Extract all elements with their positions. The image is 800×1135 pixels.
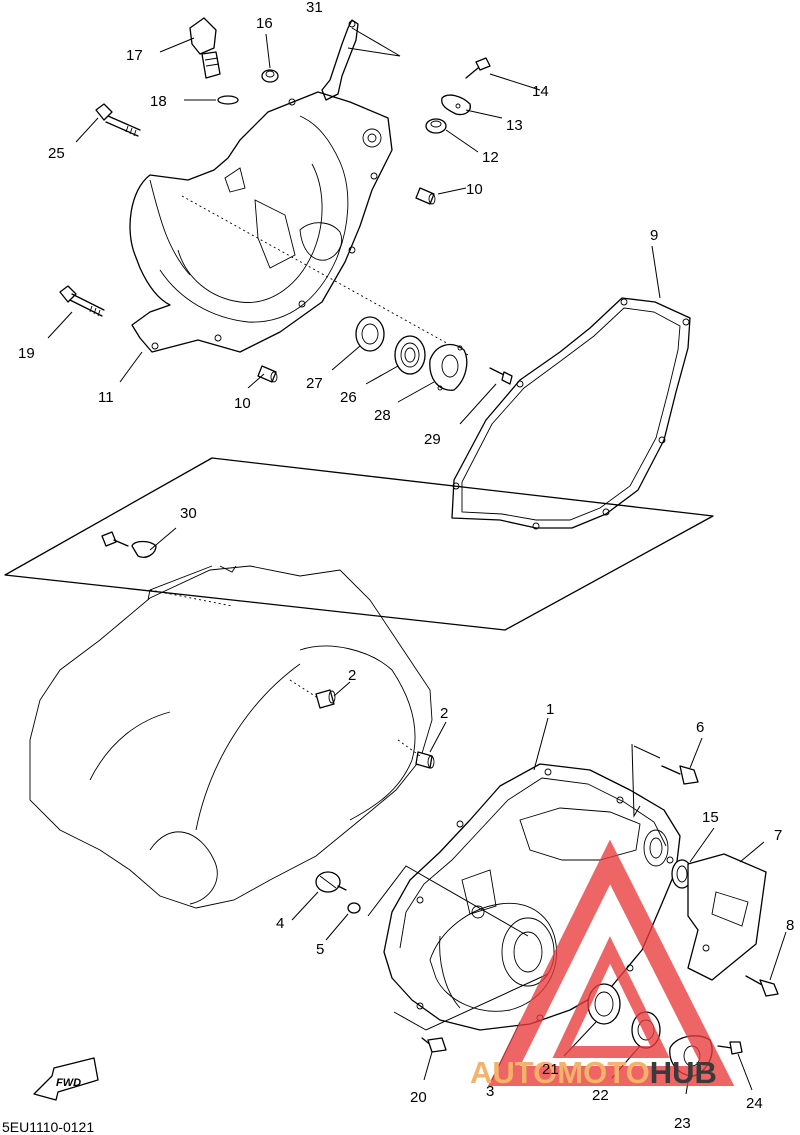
guard-part-7 — [687, 853, 767, 981]
callout-29: 29 — [424, 431, 441, 448]
bolt-part-25 — [95, 103, 141, 137]
callout-28: 28 — [374, 407, 391, 424]
leader-lines — [47, 27, 787, 1095]
callout-7: 7 — [774, 827, 782, 844]
screw-part-30 — [101, 531, 157, 558]
callout-25: 25 — [48, 145, 65, 162]
dowel-part-2-b — [415, 751, 435, 769]
crankcase-outline — [29, 565, 433, 909]
callout-13: 13 — [506, 117, 523, 134]
callout-16: 16 — [256, 15, 273, 32]
gasket-part-9 — [451, 297, 691, 530]
callout-10: 10 — [466, 181, 483, 198]
callout-9: 9 — [650, 227, 658, 244]
callout-27: 27 — [306, 375, 323, 392]
bracket-part-31 — [321, 19, 359, 101]
retainer-part-28 — [429, 343, 468, 391]
callout-2: 2 — [440, 705, 448, 722]
plate-part-13 — [441, 94, 471, 116]
fwd-label: FWD — [56, 1077, 81, 1089]
callout-24: 24 — [746, 1095, 763, 1112]
bolt-part-8 — [745, 975, 779, 997]
callout-14: 14 — [532, 83, 549, 100]
collar-part-12 — [425, 118, 447, 134]
callout-8: 8 — [786, 917, 794, 934]
callout-3: 3 — [486, 1083, 494, 1100]
oil-seal-part-15 — [671, 859, 693, 889]
callout-6: 6 — [696, 719, 704, 736]
oil-seal-part-21 — [587, 983, 621, 1025]
bolt-part-19 — [59, 285, 105, 317]
watermark-triangle-inner-icon — [552, 936, 670, 1058]
bearing-part-26 — [394, 335, 426, 375]
callout-31: 31 — [306, 0, 323, 16]
oil-seal-part-27 — [355, 316, 385, 352]
o-ring-part-18 — [217, 95, 239, 105]
dowel-part-10-lower — [257, 365, 278, 383]
watermark-logo — [487, 839, 735, 1086]
crankcase-cover-left — [129, 91, 393, 353]
callout-18: 18 — [150, 93, 167, 110]
callout-5: 5 — [316, 941, 324, 958]
dowel-part-2-a — [315, 689, 336, 709]
screw-part-14 — [465, 57, 491, 79]
reference-plane — [4, 457, 714, 631]
callout-20: 20 — [410, 1089, 427, 1106]
callout-12: 12 — [482, 149, 499, 166]
dowel-part-10-upper — [415, 187, 436, 205]
grommet-part-16 — [261, 69, 279, 83]
callout-1: 1 — [546, 701, 554, 718]
callout-22: 22 — [592, 1087, 609, 1104]
filler-plug-part-17 — [189, 17, 221, 79]
bolt-part-6 — [661, 765, 699, 785]
callout-15: 15 — [702, 809, 719, 826]
screw-part-24 — [717, 1041, 743, 1055]
bolt-part-4 — [315, 871, 347, 893]
bolt-part-20 — [421, 1037, 447, 1053]
callout-21: 21 — [542, 1061, 559, 1078]
fwd-arrow-icon: FWD — [33, 1057, 99, 1101]
callout-23: 23 — [674, 1115, 691, 1132]
screw-part-29 — [489, 367, 513, 385]
callout-11: 11 — [98, 389, 114, 406]
callout-19: 19 — [18, 345, 35, 362]
callout-26: 26 — [340, 389, 357, 406]
diagram-code: 5EU1110-0121 — [2, 1119, 94, 1135]
callout-labels: 1 2 2 3 4 5 6 7 8 9 10 10 11 12 13 14 15… — [18, 0, 794, 1132]
callout-2: 2 — [348, 667, 356, 684]
callout-30: 30 — [180, 505, 197, 522]
watermark-triangle-icon — [487, 839, 735, 1086]
callout-10: 10 — [234, 395, 251, 412]
callout-17: 17 — [126, 47, 143, 64]
watermark-text: AUTOMOTOHUB — [470, 1055, 717, 1090]
o-ring-part-5 — [347, 902, 361, 914]
callout-4: 4 — [276, 915, 284, 932]
